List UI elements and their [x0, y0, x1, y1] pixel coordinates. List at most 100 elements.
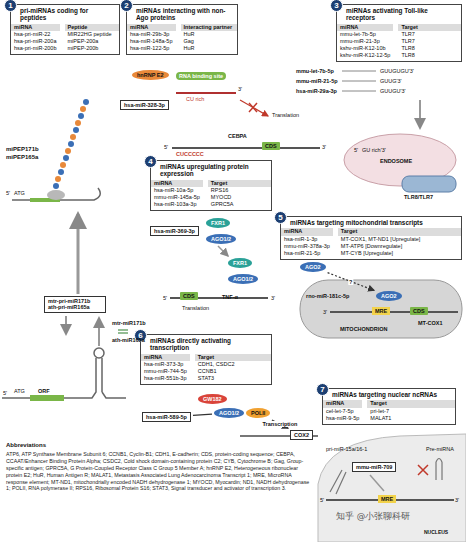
- table-header: Interacting partner: [181, 24, 238, 31]
- watermark: 知乎 @小张聊科研: [336, 512, 410, 521]
- table-grid: miRNAInteracting partnerhsa-miR-29b-3pHu…: [127, 24, 237, 55]
- label-text: ATP6, ATP Synthase Membrane Subunit 6; C…: [6, 451, 314, 492]
- ribosome: [47, 190, 65, 200]
- label-text: GUUGU'3': [380, 88, 406, 94]
- table-grid: miRNATargetmmu-let-7b-5pTLR7mmu-miR-21-3…: [337, 24, 461, 62]
- node-text: AGO2: [381, 293, 397, 299]
- label-text: Translation: [272, 112, 299, 118]
- label-text: MT-COX1: [418, 320, 442, 326]
- table-cell: MT-COX1, MT-ND1 [Upregulate]: [338, 236, 461, 243]
- label-text: pri-miR-15a/16-1: [326, 446, 367, 452]
- table-box: miRNAs targeting nuclear ncRNAsmiRNATarg…: [322, 388, 456, 425]
- table-header: miRNA: [11, 24, 60, 31]
- table-grid: miRNAPeptidehsa-pri-miR-22MIR22HG peptid…: [11, 24, 119, 55]
- node-text: 2: [124, 1, 128, 10]
- label-text: TLR8/TLR7: [404, 194, 433, 200]
- table-cell: HuR: [181, 45, 238, 52]
- table-cell: MT-CYB [Upregulate]: [338, 250, 461, 257]
- table-cell: mmu-miR-378a-3p: [281, 243, 333, 250]
- label-text: CU rich: [186, 96, 204, 102]
- table-cell: hsa-pri-miR-22: [11, 31, 60, 38]
- label-text: 3': [322, 144, 326, 150]
- arrow: [77, 214, 80, 294]
- label-text: miPEP171b: [6, 146, 39, 153]
- node-text: CDS: [413, 308, 425, 314]
- label-text: ath-miR165a: [112, 337, 145, 343]
- table-grid: miRNATargetcel-let-7-5ppri-let-7hsa-miR-…: [323, 400, 455, 423]
- label-text: GUUGUGU'3': [380, 68, 414, 74]
- label-text: mmu-let-7b-5p: [296, 68, 334, 74]
- table-cell: hsa-miR-122-5p: [127, 45, 176, 52]
- table-cell: MYOCD: [208, 194, 271, 201]
- table-cell: mmu-miR-145a-5p: [151, 194, 203, 201]
- table-cell: hsa-miR-103a-3p: [151, 201, 203, 208]
- orf-bar: [30, 395, 64, 401]
- connector: [328, 273, 374, 291]
- label-text: TNF-α: [222, 294, 238, 300]
- table-cell: TLR8: [398, 52, 461, 59]
- connector: [193, 414, 212, 415]
- label-text: 5': [163, 295, 167, 301]
- label-text: ATG: [14, 388, 25, 394]
- callout-number: 7: [316, 383, 329, 396]
- label-text: 3': [271, 295, 275, 301]
- table-header: miRNA: [127, 24, 176, 31]
- table-cell: pri-let-7: [367, 408, 455, 415]
- node-text: FXR1: [211, 220, 225, 226]
- label-text: CUCCCCC: [176, 151, 204, 157]
- label-text: MITOCHONDRION: [340, 326, 388, 332]
- label-shape: FXR1: [206, 218, 230, 228]
- callout-number: 1: [4, 0, 17, 12]
- box-title: pri-miRNAs coding for peptides: [11, 5, 119, 24]
- table-grid: miRNATargethsa-miR-373-3pCDH1, CSDC2mmu-…: [141, 354, 271, 385]
- table-cell: hsa-miR-373-3p: [141, 361, 190, 368]
- label-text: ATG: [14, 190, 25, 196]
- label-shape: hsa-miR-328-3p: [120, 100, 169, 110]
- table-cell: kshv-miR-K12-10b: [337, 45, 393, 52]
- label-shape: AGO1/2: [214, 408, 244, 418]
- table-cell: RPS16: [208, 187, 271, 194]
- node-text: COX2: [294, 432, 309, 438]
- label-shape: CDS: [262, 142, 280, 150]
- tlr-receptor: [402, 176, 456, 192]
- node-text: hsa-miR-369-3p: [154, 228, 195, 234]
- label-text: 5': [320, 497, 324, 503]
- table-header: miRNA: [337, 24, 393, 31]
- label-text: rno-miR-181c-5p: [306, 293, 349, 299]
- table-cell: CCNB1: [195, 368, 271, 375]
- label-text: hsa-miR-29a-3p: [296, 88, 337, 94]
- pri-hairpin: [330, 470, 346, 494]
- table-cell: mmu-miR-744-5p: [141, 368, 190, 375]
- label-shape: AGO2: [376, 291, 402, 301]
- node-text: 1: [8, 1, 12, 10]
- table-cell: hsa-miR-1-3p: [281, 236, 333, 243]
- table-cell: hsa-miR-10a-5p: [151, 187, 203, 194]
- table-cell: MALAT1: [367, 415, 455, 422]
- mature-mirna: [118, 330, 128, 333]
- label-text: Abbreviations: [6, 442, 46, 449]
- nucleus: [318, 434, 466, 542]
- label-shape: hsa-miR-589-5p: [142, 412, 191, 422]
- label-text: GU rich'3': [362, 147, 386, 153]
- table-box: pri-miRNAs coding for peptidesmiRNA Pepti…: [10, 4, 120, 55]
- table-cell: mmu-let-7b-5p: [337, 31, 393, 38]
- node-text: FXR1: [233, 260, 247, 266]
- table-header: Peptide: [65, 24, 120, 31]
- table-cell: GPRC5A: [208, 201, 271, 208]
- node-text: CDS: [265, 143, 277, 149]
- table-cell: hsa-miR-9-5p: [323, 415, 362, 422]
- node-text: POLII: [251, 410, 265, 416]
- node-text: CDS: [183, 293, 195, 299]
- box-title: miRNAs directly activating transcription: [141, 335, 271, 354]
- label-shape: AGO1/2: [228, 274, 258, 284]
- label-shape: GW182: [198, 394, 227, 404]
- node-text: RNA binding site: [179, 73, 223, 79]
- table-header: miRNA: [323, 400, 362, 407]
- table-box: miRNAs interacting with non-Ago proteins…: [126, 4, 238, 55]
- label-text: 5': [164, 144, 168, 150]
- table-cell: miPEP-200b: [65, 45, 120, 52]
- node-text: 4: [148, 157, 152, 166]
- callout-number: 4: [144, 155, 157, 168]
- table-cell: cel-let-7-5p: [323, 408, 362, 415]
- pre-hairpin: [436, 459, 442, 481]
